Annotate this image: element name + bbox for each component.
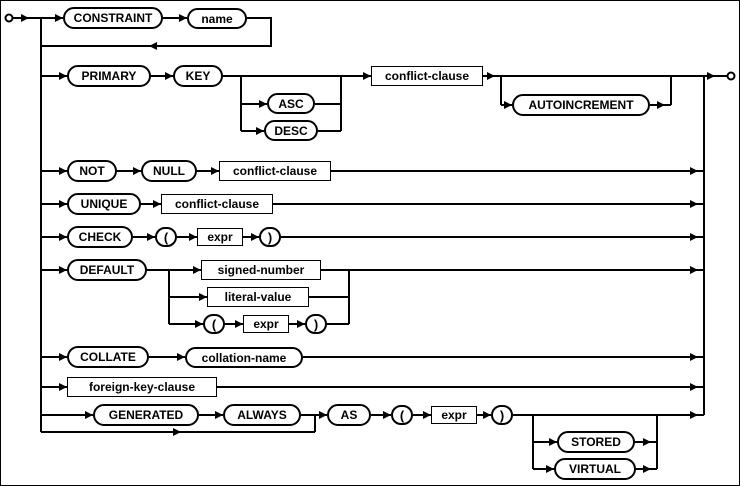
primary-keyword: PRIMARY xyxy=(67,65,151,87)
close-paren-default: ) xyxy=(305,314,327,334)
as-keyword: AS xyxy=(327,404,371,426)
expr-box-generated[interactable]: expr xyxy=(431,406,477,424)
open-paren-check: ( xyxy=(155,227,177,247)
line-top-section xyxy=(13,17,272,432)
always-keyword: ALWAYS xyxy=(223,404,301,426)
constraint-keyword: CONSTRAINT xyxy=(63,7,163,29)
start-terminal-icon xyxy=(4,13,14,23)
collation-name-terminal: collation-name xyxy=(185,347,303,368)
foreign-key-clause-box[interactable]: foreign-key-clause xyxy=(67,377,217,397)
collate-keyword: COLLATE xyxy=(67,346,149,368)
stored-keyword: STORED xyxy=(557,431,635,453)
check-keyword: CHECK xyxy=(67,226,133,248)
expr-box-check[interactable]: expr xyxy=(197,228,243,246)
open-paren-generated: ( xyxy=(391,405,413,425)
signed-number-box[interactable]: signed-number xyxy=(201,260,321,280)
virtual-keyword: VIRTUAL xyxy=(554,458,636,480)
asc-keyword: ASC xyxy=(267,93,315,114)
conflict-clause-box-unique[interactable]: conflict-clause xyxy=(161,194,273,214)
arrowheads xyxy=(21,14,715,473)
end-terminal-icon xyxy=(726,71,736,81)
null-keyword: NULL xyxy=(141,160,197,182)
key-keyword: KEY xyxy=(173,65,223,87)
unique-keyword: UNIQUE xyxy=(67,193,141,215)
desc-keyword: DESC xyxy=(264,120,318,141)
autoincrement-keyword: AUTOINCREMENT xyxy=(512,94,650,116)
open-paren-default: ( xyxy=(203,314,225,334)
conflict-clause-box-not-null[interactable]: conflict-clause xyxy=(219,161,331,181)
not-keyword: NOT xyxy=(67,160,117,182)
expr-box-default[interactable]: expr xyxy=(243,315,289,333)
default-keyword: DEFAULT xyxy=(67,259,147,281)
name-terminal: name xyxy=(187,8,247,29)
literal-value-box[interactable]: literal-value xyxy=(207,287,309,307)
close-paren-generated: ) xyxy=(491,405,513,425)
close-paren-check: ) xyxy=(259,227,281,247)
conflict-clause-box-primary-key[interactable]: conflict-clause xyxy=(371,66,483,86)
generated-keyword: GENERATED xyxy=(93,404,199,426)
